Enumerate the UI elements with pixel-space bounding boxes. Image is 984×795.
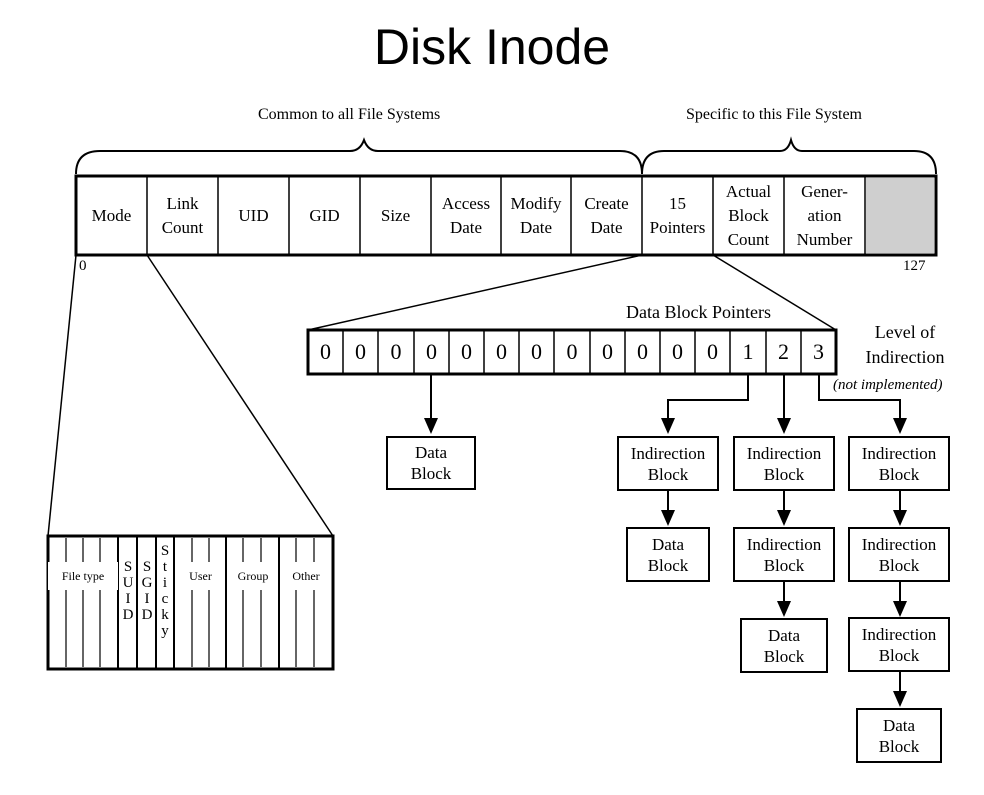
field-15-pointers: 15 Pointers (649, 193, 706, 237)
mode-group: Group (228, 562, 278, 590)
indirection-block-triple-2: Indirection Block (848, 527, 950, 582)
pointer-level: 0 (672, 339, 683, 364)
pointer-level: 0 (602, 339, 613, 364)
common-bracket (75, 137, 643, 175)
indirection-block-double-2: Indirection Block (733, 527, 835, 582)
pointer-level: 0 (531, 339, 542, 364)
pointer-level: 0 (426, 339, 437, 364)
field-create-date: Create Date (584, 193, 629, 237)
specific-bracket (641, 136, 937, 175)
field-access-date: Access Date (441, 193, 491, 237)
field-actual-block-count: Actual Block Count (725, 181, 772, 249)
inode-record (74, 174, 938, 257)
mode-user: User (176, 562, 225, 590)
indirection-block-double-1: Indirection Block (733, 436, 835, 491)
field-gid: GID (309, 205, 340, 225)
data-block-direct: Data Block (386, 436, 476, 490)
specific-fields-label: Specific to this File System (686, 106, 862, 123)
field-mode: Mode (91, 205, 132, 225)
field-modify-date: Modify Date (510, 193, 562, 237)
pointers-title: Data Block Pointers (626, 302, 771, 322)
pointer-level: 2 (778, 339, 789, 364)
mode-file-type: File type (48, 562, 118, 590)
pointer-level: 0 (390, 339, 402, 364)
indirection-block-single: Indirection Block (617, 436, 719, 491)
pointer-level: 0 (355, 339, 366, 364)
diagram-title: Disk Inode (373, 19, 611, 75)
mode-sgid: S G I D (141, 559, 153, 623)
pointer-level: 0 (566, 339, 578, 364)
offset-start: 0 (79, 258, 87, 274)
field-link-count: Link Count (161, 193, 204, 237)
common-fields-label: Common to all File Systems (258, 106, 441, 123)
field-uid: UID (238, 205, 269, 225)
not-implemented-note: (not implemented) (833, 377, 943, 393)
level-of-indirection-label: Level of Indirection (865, 322, 945, 367)
pointer-level: 3 (813, 339, 824, 364)
pointer-level: 0 (320, 339, 331, 364)
mode-sticky: S t i c k y (160, 543, 170, 639)
offset-end: 127 (903, 258, 926, 274)
data-block-single: Data Block (626, 527, 710, 582)
pointer-level: 1 (742, 339, 754, 364)
padding-shaded-cell (866, 178, 934, 253)
mode-other: Other (281, 562, 331, 590)
data-block-triple: Data Block (856, 708, 942, 763)
pointer-level: 0 (637, 339, 648, 364)
data-block-double: Data Block (740, 618, 828, 673)
field-generation-number: Gener- ation Number (796, 181, 853, 249)
pointer-array (306, 328, 838, 376)
field-size: Size (380, 205, 411, 225)
mode-suid: S U I D (122, 559, 134, 623)
indirection-block-triple-3: Indirection Block (848, 617, 950, 672)
mode-bits-box (46, 534, 335, 671)
pointer-level: 0 (496, 339, 507, 364)
pointer-level: 0 (461, 339, 472, 364)
pointer-level: 0 (707, 339, 718, 364)
indirection-block-triple-1: Indirection Block (848, 436, 950, 491)
